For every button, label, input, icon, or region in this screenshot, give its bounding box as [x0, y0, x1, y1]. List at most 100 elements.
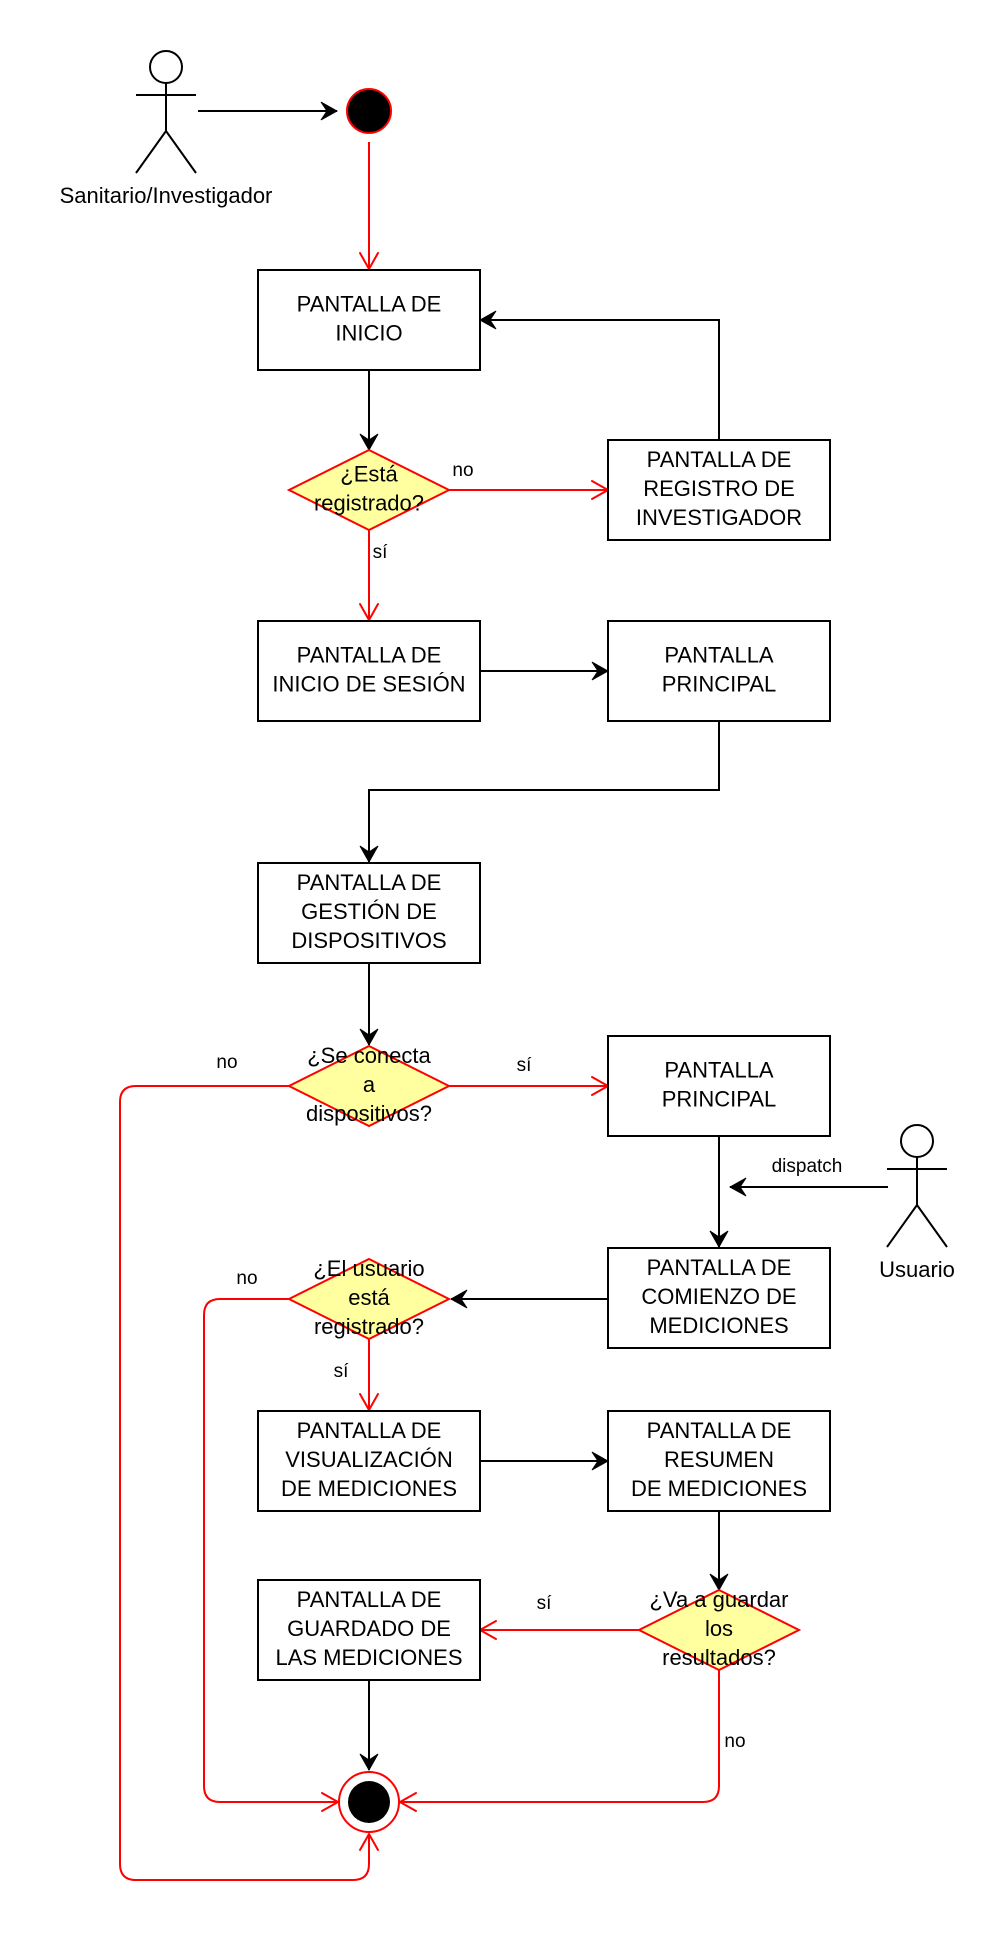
screen-label-line: VISUALIZACIÓN: [285, 1447, 452, 1472]
decision-label-line: ¿El usuario: [313, 1256, 424, 1281]
edge-label-usuario_si: sí: [334, 1361, 350, 1382]
screen-label-line: PANTALLA DE: [297, 1418, 442, 1443]
arrowhead: [359, 1753, 379, 1772]
decision-label-line: registrado?: [314, 490, 424, 515]
decision-q_registrado: ¿Está registrado?: [286, 448, 452, 532]
decision-label-line: ¿Está: [340, 461, 398, 486]
decision-label-line: ¿Va a guardar: [649, 1587, 788, 1612]
actor-head: [900, 1124, 934, 1158]
arrowhead: [478, 310, 497, 330]
screen-label-line: PRINCIPAL: [662, 1086, 777, 1111]
screen-box: [257, 862, 481, 964]
arrowhead: [449, 1289, 468, 1309]
screen-gestion_dispositivos: PANTALLA DE GESTIÓN DE DISPOSITIVOS: [257, 862, 481, 964]
arrowhead: [728, 1177, 747, 1197]
actor-label: Usuario: [879, 1257, 955, 1282]
edge-label-dispatch: dispatch: [772, 1156, 843, 1177]
screen-label-line: PANTALLA DE: [297, 642, 442, 667]
decision-label-line: a: [363, 1072, 376, 1097]
decision-label-line: registrado?: [314, 1314, 424, 1339]
screen-label-line: INICIO DE SESIÓN: [272, 671, 465, 696]
arrowhead: [359, 845, 379, 864]
screen-box: [607, 1035, 831, 1137]
edge-principal-gestion: [368, 721, 720, 862]
shapes: PANTALLA DE INICIO PANTALLA DE REGISTRO DE I…: [60, 50, 955, 1833]
screen-inicio_sesion: PANTALLA DE INICIO DE SESIÓN: [257, 620, 481, 722]
screen-label-line: DISPOSITIVOS: [291, 928, 446, 953]
screen-registro_investigador: PANTALLA DE REGISTRO DE INVESTIGADOR: [607, 439, 831, 541]
screen-label-line: DE MEDICIONES: [281, 1476, 457, 1501]
decision-diamond: [286, 1257, 452, 1341]
edge-label-conecta_no: no: [216, 1052, 237, 1073]
arrowhead: [591, 661, 610, 681]
screen-label-line: PANTALLA: [664, 1057, 774, 1082]
decision-diamond: [286, 448, 452, 532]
edge-guardar-no: [400, 1670, 720, 1803]
actor-head: [149, 50, 183, 84]
edges: [119, 101, 888, 1881]
screen-label-line: INVESTIGADOR: [636, 505, 802, 530]
edge-label-guardar_si: sí: [537, 1593, 553, 1614]
start-node: [346, 88, 392, 134]
screen-inicio: PANTALLA DE INICIO: [257, 269, 481, 371]
screen-label-line: PRINCIPAL: [662, 671, 777, 696]
arrowhead: [709, 1230, 729, 1249]
screen-label-line: PANTALLA DE: [297, 870, 442, 895]
screen-label-line: LAS MEDICIONES: [275, 1645, 462, 1670]
decision-label-line: ¿Se conecta: [307, 1043, 431, 1068]
screen-resumen: PANTALLA DE RESUMEN DE MEDICIONES: [607, 1410, 831, 1512]
screen-box: [607, 620, 831, 722]
decision-label-line: dispositivos?: [306, 1101, 432, 1126]
screen-box: [257, 1410, 481, 1512]
arrowhead: [591, 1451, 610, 1471]
screen-box: [257, 620, 481, 722]
screen-label-line: PANTALLA DE: [647, 447, 792, 472]
arrowhead: [359, 433, 379, 452]
edge-label-usuario_no: no: [236, 1268, 257, 1289]
decision-diamond: [286, 1044, 452, 1128]
actor-researcher: [135, 50, 197, 174]
arrowhead: [320, 101, 339, 121]
screen-label-line: DE MEDICIONES: [631, 1476, 807, 1501]
screen-label-line: MEDICIONES: [649, 1313, 788, 1338]
end-node-core: [348, 1781, 390, 1823]
arrowhead: [359, 1028, 379, 1047]
edge-conecta-no: [119, 1085, 370, 1881]
screen-guardado: PANTALLA DE GUARDADO DE LAS MEDICIONES: [257, 1579, 481, 1681]
screen-label-line: INICIO: [335, 320, 402, 345]
edge-label-registrado_no: no: [452, 460, 473, 481]
screen-box: [607, 1247, 831, 1349]
screen-label-line: GUARDADO DE: [287, 1616, 451, 1641]
decision-label-line: los: [705, 1616, 733, 1641]
screen-visualizacion: PANTALLA DE VISUALIZACIÓN DE MEDICIONES: [257, 1410, 481, 1512]
decision-diamond: [636, 1588, 802, 1672]
screen-label-line: RESUMEN: [664, 1447, 774, 1472]
decision-label-line: está: [348, 1285, 390, 1310]
actor-label: Sanitario/Investigador: [60, 183, 273, 208]
screen-label-line: COMIENZO DE: [641, 1284, 796, 1309]
end-node: [338, 1771, 400, 1833]
screen-label-line: GESTIÓN DE: [301, 899, 437, 924]
edge-label-registrado_si: sí: [373, 542, 389, 563]
edge-registro-inicio: [480, 319, 720, 440]
screen-label-line: REGISTRO DE: [643, 476, 795, 501]
decision-q_guardar: ¿Va a guardar los resultados?: [636, 1587, 802, 1672]
arrowhead: [709, 1573, 729, 1592]
screen-box: [607, 439, 831, 541]
screen-box: [257, 269, 481, 371]
actor-body: [886, 1157, 948, 1248]
screen-label-line: PANTALLA DE: [647, 1255, 792, 1280]
screen-label-line: PANTALLA DE: [647, 1418, 792, 1443]
actor-body: [135, 83, 197, 174]
edge-label-guardar_no: no: [724, 1731, 745, 1752]
screen-label-line: PANTALLA DE: [297, 291, 442, 316]
edge-usuario-no: [203, 1298, 338, 1803]
screen-label-line: PANTALLA DE: [297, 1587, 442, 1612]
arrowhead-open: [359, 1833, 379, 1851]
screen-box: [607, 1410, 831, 1512]
decision-label-line: resultados?: [662, 1645, 776, 1670]
edge-label-conecta_si: sí: [517, 1055, 533, 1076]
actor-user: [886, 1124, 948, 1248]
